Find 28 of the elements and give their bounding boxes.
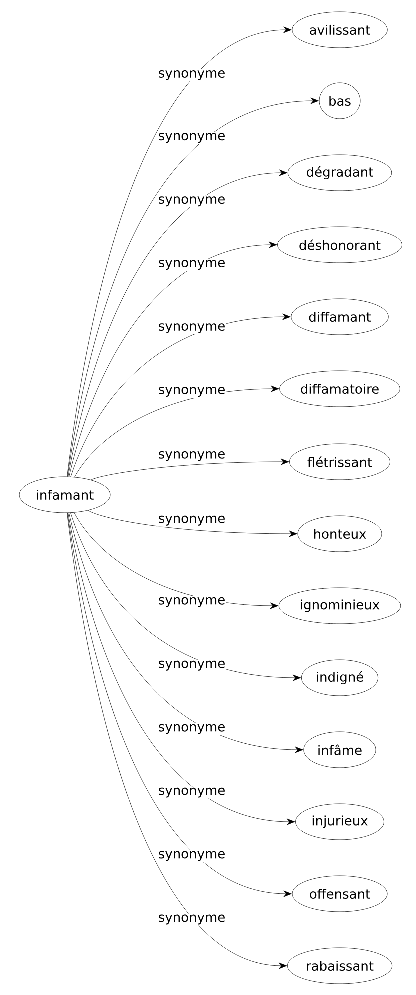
edge-label: synonyme	[159, 260, 225, 270]
edge-label: synonyme	[159, 196, 225, 207]
arrow	[67, 512, 288, 970]
edge-label: synonyme	[159, 851, 225, 862]
edge-label: synonyme	[159, 324, 225, 334]
arrow	[91, 458, 290, 480]
arrow	[68, 170, 288, 478]
arrow	[68, 512, 296, 826]
arrow	[74, 386, 280, 478]
arrow	[68, 98, 319, 478]
arrow	[74, 512, 279, 610]
edge-label: synonyme	[159, 516, 225, 526]
edge-label: synonyme	[159, 788, 225, 798]
edge-label: synonyme	[159, 451, 225, 462]
edge-label: synonyme	[159, 660, 225, 671]
arrow	[69, 242, 278, 478]
edge-label: synonyme	[159, 70, 225, 81]
edge-label: synonyme	[159, 724, 225, 734]
edge-label: synonyme	[159, 914, 225, 925]
arrow	[68, 512, 304, 754]
arrow	[67, 26, 292, 478]
arrow	[88, 510, 298, 538]
arrow	[70, 314, 291, 478]
edge-label: synonyme	[159, 387, 225, 398]
arrow	[67, 512, 292, 898]
arrow	[70, 512, 302, 682]
edge-label: synonyme	[159, 133, 225, 144]
edge-label: synonyme	[159, 597, 225, 608]
